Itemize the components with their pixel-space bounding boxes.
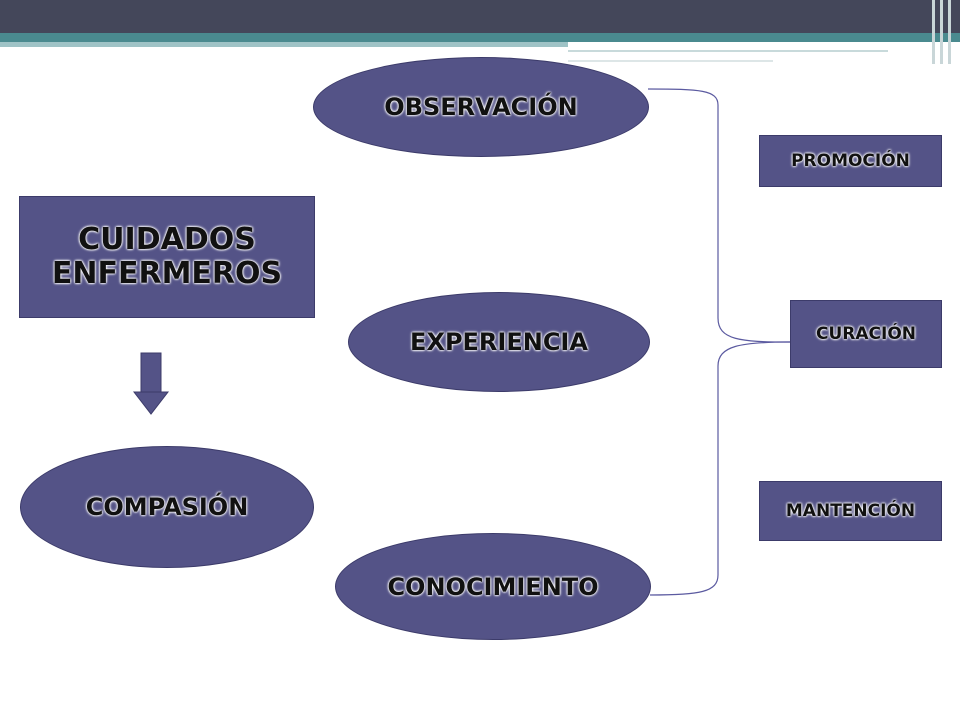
header-vertical-line xyxy=(932,0,935,64)
experiencia-ellipse: EXPERIENCIA xyxy=(348,292,650,392)
cuidados-enfermeros-label: CUIDADOS ENFERMEROS xyxy=(51,221,283,291)
bracket-connector-lower xyxy=(649,341,791,596)
conocimiento-ellipse: CONOCIMIENTO xyxy=(335,533,651,640)
curacion-label: CURACIÓN xyxy=(815,324,916,344)
promocion-box: PROMOCIÓN xyxy=(759,135,942,187)
down-arrow-icon xyxy=(132,352,170,415)
experiencia-label: EXPERIENCIA xyxy=(410,328,588,356)
header-light-stripe xyxy=(0,42,568,47)
header-vertical-line xyxy=(940,0,943,64)
observacion-label: OBSERVACIÓN xyxy=(384,93,578,121)
compasion-label: COMPASIÓN xyxy=(85,493,249,521)
header-accent-stripe xyxy=(0,33,960,42)
curacion-box: CURACIÓN xyxy=(790,300,942,368)
header-bar xyxy=(0,0,960,33)
conocimiento-label: CONOCIMIENTO xyxy=(387,572,599,601)
header-thin-line-2 xyxy=(568,60,773,62)
bracket-connector xyxy=(647,88,791,343)
compasion-ellipse: COMPASIÓN xyxy=(20,446,314,568)
observacion-ellipse: OBSERVACIÓN xyxy=(313,57,649,157)
header-vertical-line xyxy=(948,0,951,64)
header-thin-line xyxy=(568,50,888,52)
mantencion-box: MANTENCIÓN xyxy=(759,481,942,541)
mantencion-label: MANTENCIÓN xyxy=(785,501,916,521)
promocion-label: PROMOCIÓN xyxy=(791,151,910,171)
cuidados-enfermeros-box: CUIDADOS ENFERMEROS xyxy=(19,196,315,318)
